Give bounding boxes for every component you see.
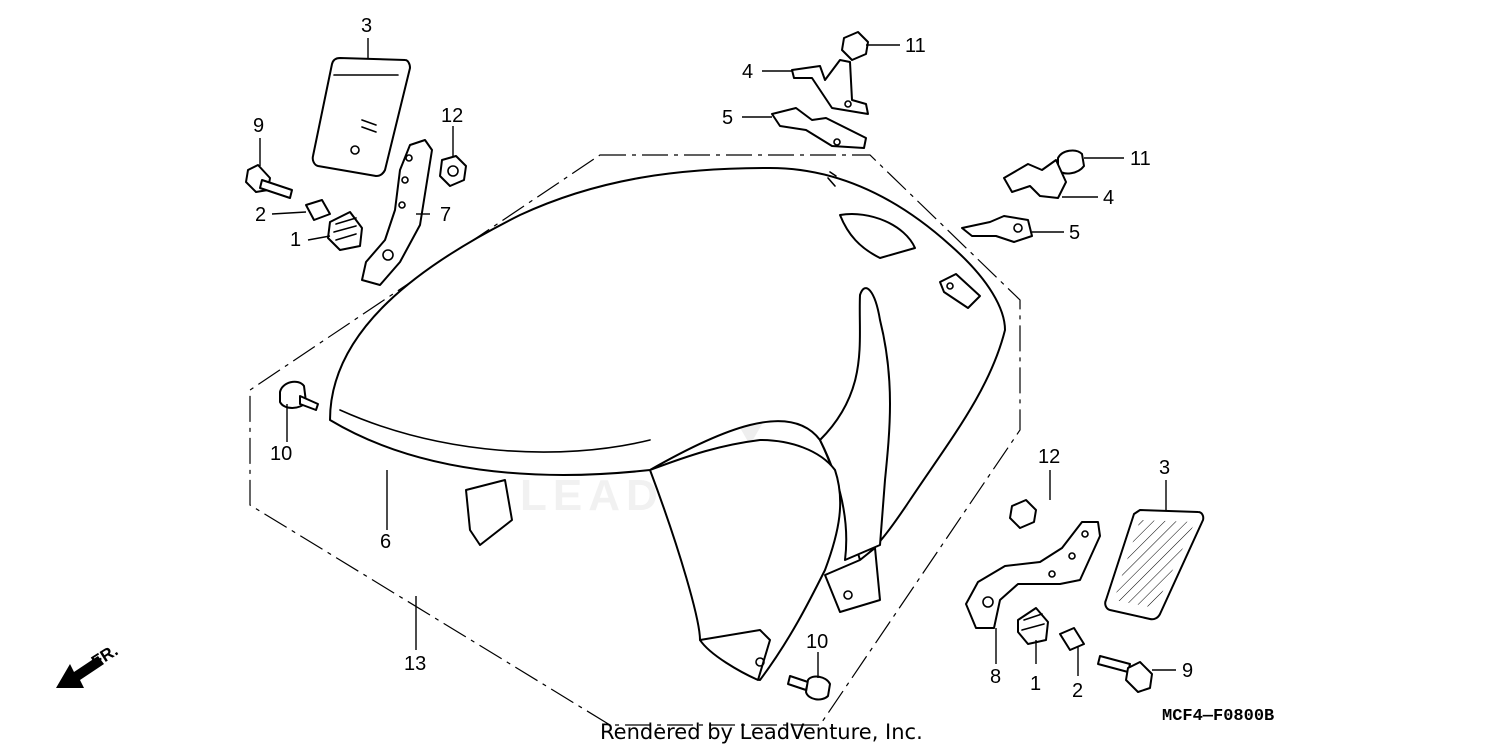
nut-left [439, 155, 467, 187]
callout-2-right: 2 [1072, 680, 1083, 702]
grommet-right [1017, 607, 1049, 645]
nut-right [1057, 149, 1085, 175]
callout-5-top: 5 [722, 107, 733, 129]
grommet-left [327, 211, 363, 251]
plate-top [771, 107, 867, 149]
callout-6: 6 [380, 531, 391, 553]
callout-1-left: 1 [290, 229, 301, 251]
bolt-right [1097, 655, 1153, 693]
front-fender [329, 167, 1006, 681]
nut-right-lower [1009, 499, 1037, 529]
callout-labels: 3 9 12 2 1 7 11 4 5 11 4 5 10 6 13 12 3 … [253, 15, 1193, 702]
reflector-right [1104, 509, 1205, 621]
bolt-bottom [787, 675, 831, 701]
callout-12-left: 12 [441, 105, 463, 127]
callout-9-right: 9 [1182, 660, 1193, 682]
fender-stay-right [939, 273, 981, 309]
callout-4-right: 4 [1103, 187, 1114, 209]
callout-12-right: 12 [1038, 446, 1060, 468]
callout-5-right: 5 [1069, 222, 1080, 244]
callout-9-left: 9 [253, 115, 264, 137]
bracket-left [361, 139, 433, 286]
clamp-right [1003, 159, 1067, 199]
reflector-left [311, 57, 411, 177]
bolt-left [245, 164, 293, 199]
callout-7: 7 [440, 204, 451, 226]
callout-11-right: 11 [1130, 148, 1151, 170]
collar-right [1059, 627, 1085, 651]
front-direction-indicator: FR. [56, 641, 121, 688]
callout-13: 13 [404, 653, 426, 675]
nut-top [841, 31, 869, 61]
callout-11-top: 11 [905, 35, 926, 57]
plate-right [961, 215, 1033, 243]
bracket-right [965, 521, 1101, 629]
callout-3-top: 3 [361, 15, 372, 37]
clamp-top [791, 59, 869, 115]
callout-1-right: 1 [1030, 673, 1041, 695]
part-code: MCF4—F0800B [1162, 707, 1274, 726]
footer-credit: Rendered by LeadVenture, Inc. [600, 720, 923, 744]
grommet-bolt-left [279, 380, 319, 411]
callout-4-top: 4 [742, 61, 753, 83]
callout-8: 8 [990, 666, 1001, 688]
callout-10-left: 10 [270, 443, 292, 465]
callout-10-bottom: 10 [806, 631, 828, 653]
leader-lines [259, 38, 1176, 678]
callout-2-left: 2 [255, 204, 266, 226]
callout-3-right: 3 [1159, 457, 1170, 479]
front-arrow-icon [56, 656, 104, 688]
assembly-boundary [249, 154, 1021, 726]
collar-left [305, 199, 331, 221]
